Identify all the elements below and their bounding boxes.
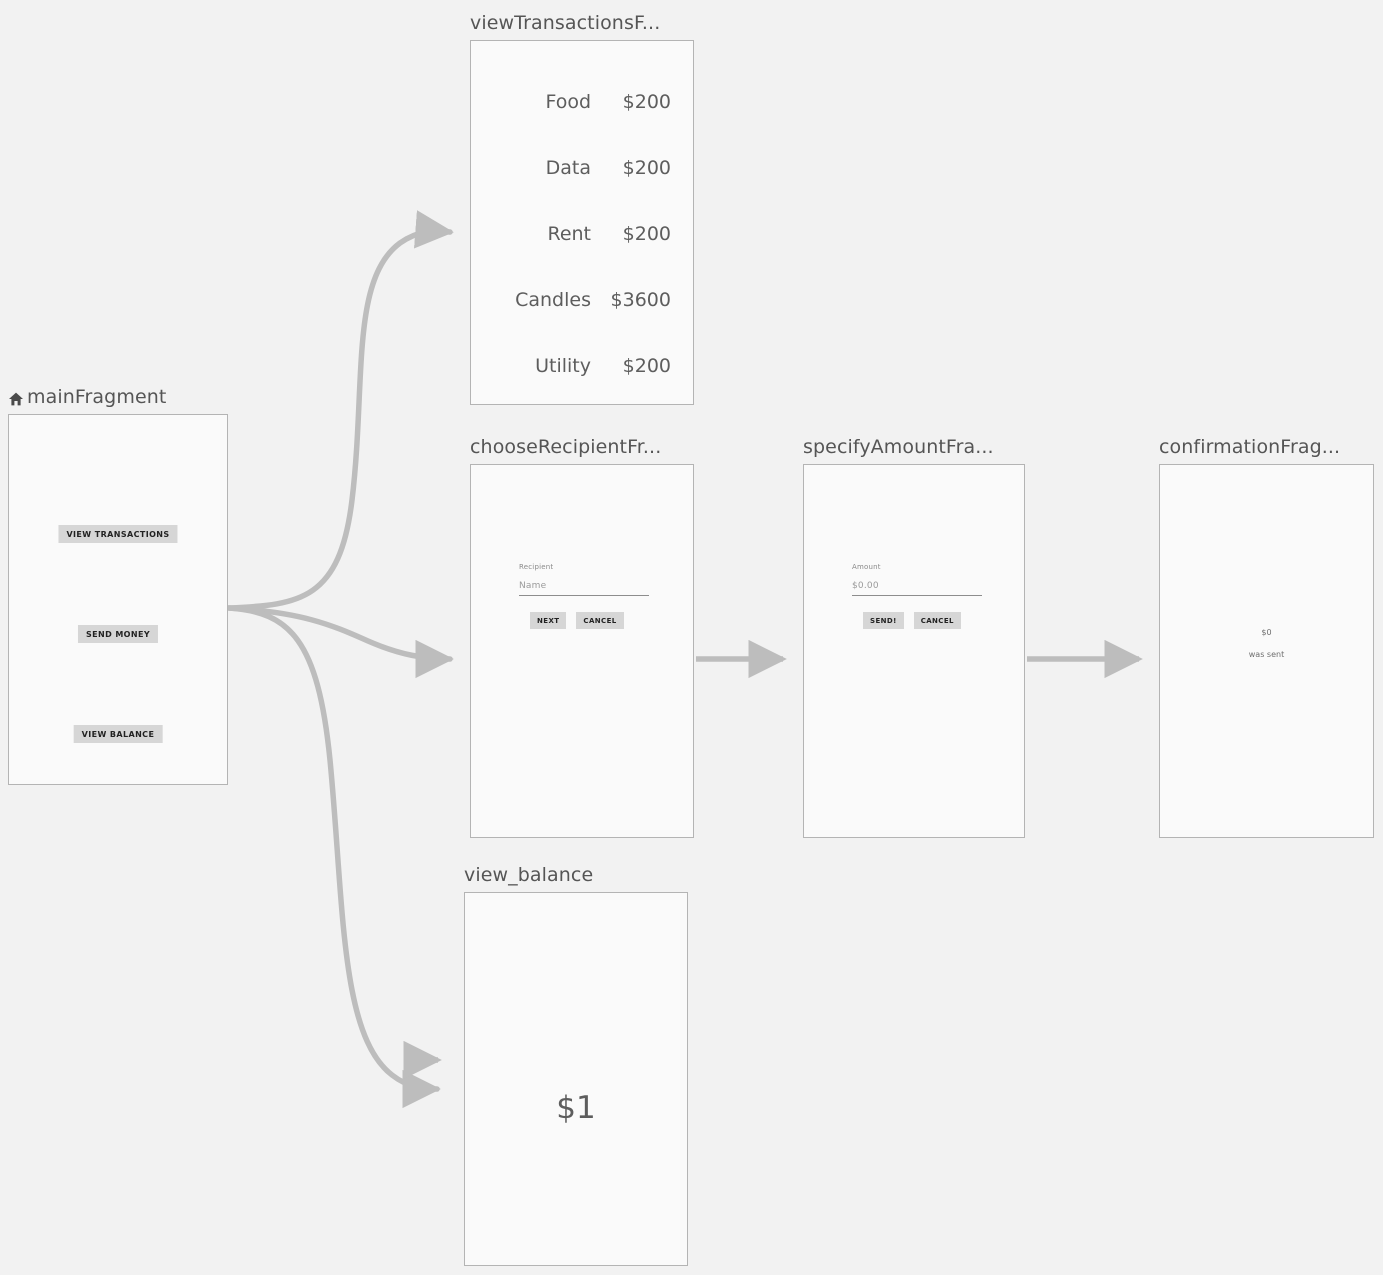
transaction-label: Rent — [547, 223, 591, 245]
recipient-form-actions: NEXT CANCEL — [519, 612, 649, 629]
view-balance-button[interactable]: VIEW BALANCE — [73, 725, 163, 743]
choose-recipient-preview[interactable]: Recipient Name NEXT CANCEL — [470, 464, 694, 838]
view-transactions-button[interactable]: VIEW TRANSACTIONS — [58, 525, 178, 543]
node-view-balance-fragment-title: view_balance — [464, 864, 688, 886]
amount-form-actions: SEND! CANCEL — [852, 612, 982, 629]
transaction-amount: $200 — [622, 157, 671, 179]
recipient-form: Recipient Name NEXT CANCEL — [519, 563, 649, 629]
node-main-fragment-label: mainFragment — [27, 386, 167, 408]
node-choose-recipient-fragment-label: chooseRecipientFr... — [470, 436, 662, 458]
transaction-label: Utility — [535, 355, 591, 377]
cancel-button[interactable]: CANCEL — [913, 612, 961, 629]
confirmation-message-block: $0 was sent — [1160, 628, 1373, 660]
transaction-list: Food $200 Data $200 Rent $200 Candles $3… — [471, 69, 693, 399]
confirmation-preview[interactable]: $0 was sent — [1159, 464, 1374, 838]
node-view-transactions-fragment[interactable]: viewTransactionsF... Food $200 Data $200… — [470, 12, 694, 405]
list-item: Rent $200 — [493, 201, 671, 267]
confirmation-amount: $0 — [1261, 628, 1272, 637]
edge-main-to-recipient — [226, 605, 454, 679]
transaction-amount: $3600 — [610, 289, 671, 311]
node-specify-amount-fragment[interactable]: specifyAmountFra... Amount $0.00 SEND! C… — [803, 436, 1025, 838]
node-choose-recipient-fragment[interactable]: chooseRecipientFr... Recipient Name NEXT… — [470, 436, 694, 838]
node-main-fragment[interactable]: mainFragment VIEW TRANSACTIONS SEND MONE… — [8, 386, 228, 785]
main-fragment-preview[interactable]: VIEW TRANSACTIONS SEND MONEY VIEW BALANC… — [8, 414, 228, 785]
view-transactions-preview[interactable]: Food $200 Data $200 Rent $200 Candles $3… — [470, 40, 694, 405]
node-view-balance-fragment[interactable]: view_balance $1 — [464, 864, 688, 1266]
node-specify-amount-fragment-label: specifyAmountFra... — [803, 436, 994, 458]
node-choose-recipient-fragment-title: chooseRecipientFr... — [470, 436, 694, 458]
home-icon — [8, 390, 24, 406]
view-balance-preview[interactable]: $1 — [464, 892, 688, 1266]
transaction-amount: $200 — [622, 355, 671, 377]
transaction-amount: $200 — [622, 91, 671, 113]
transaction-label: Data — [545, 157, 591, 179]
node-confirmation-fragment[interactable]: confirmationFrag... $0 was sent — [1159, 436, 1374, 838]
list-item: Candles $3600 — [493, 267, 671, 333]
list-item: Food $200 — [493, 69, 671, 135]
recipient-name-input[interactable]: Name — [519, 581, 649, 596]
edge-main-to-transactions — [226, 210, 454, 611]
transaction-label: Food — [545, 91, 591, 113]
list-item: Utility $200 — [493, 333, 671, 399]
node-confirmation-fragment-label: confirmationFrag... — [1159, 436, 1341, 458]
amount-input[interactable]: $0.00 — [852, 581, 982, 596]
balance-amount: $1 — [556, 1090, 596, 1126]
confirmation-text: was sent — [1248, 650, 1285, 659]
transaction-amount: $200 — [622, 223, 671, 245]
send-button[interactable]: SEND! — [863, 612, 904, 629]
list-item: Data $200 — [493, 135, 671, 201]
edge-main-to-balance — [226, 605, 441, 1109]
recipient-field-label: Recipient — [519, 563, 554, 571]
amount-field-label: Amount — [852, 563, 881, 571]
amount-form: Amount $0.00 SEND! CANCEL — [852, 563, 982, 629]
node-main-fragment-title: mainFragment — [8, 386, 228, 408]
node-view-transactions-fragment-title: viewTransactionsF... — [470, 12, 694, 34]
cancel-button[interactable]: CANCEL — [576, 612, 624, 629]
specify-amount-preview[interactable]: Amount $0.00 SEND! CANCEL — [803, 464, 1025, 838]
send-money-button[interactable]: SEND MONEY — [77, 625, 159, 643]
node-confirmation-fragment-title: confirmationFrag... — [1159, 436, 1374, 458]
node-specify-amount-fragment-title: specifyAmountFra... — [803, 436, 1025, 458]
node-view-balance-fragment-label: view_balance — [464, 864, 594, 886]
next-button[interactable]: NEXT — [530, 612, 567, 629]
node-view-transactions-fragment-label: viewTransactionsF... — [470, 12, 661, 34]
transaction-label: Candles — [515, 289, 591, 311]
